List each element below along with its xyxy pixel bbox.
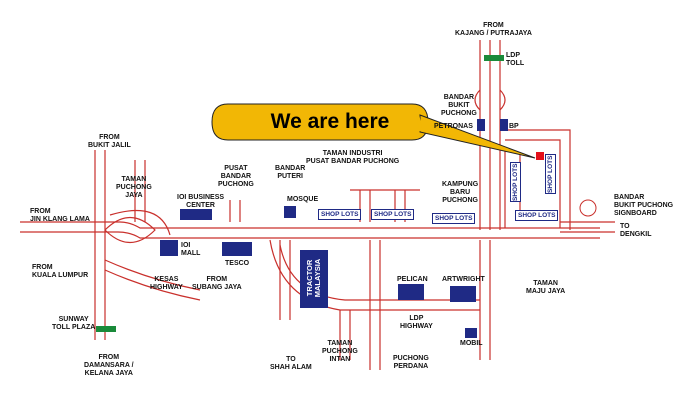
label-artwright: ARTWRIGHT	[442, 276, 485, 283]
bp-station	[500, 119, 508, 131]
label-ioi-mall: IOI MALL	[181, 242, 201, 257]
label-taman-puchong-intan: TAMAN PUCHONG INTAN	[322, 340, 358, 363]
label-from-kajang: FROM KAJANG / PUTRAJAYA	[455, 22, 532, 37]
artwright-building	[450, 286, 476, 302]
mobil-station	[465, 328, 477, 338]
label-from-kuala-lumpur: FROM KUALA LUMPUR	[32, 264, 89, 279]
ldp-toll-icon	[484, 55, 504, 61]
label-from-damansara: FROM DAMANSARA / KELANA JAYA	[84, 354, 134, 377]
shop-lots-tag: SHOP LOTS	[318, 209, 362, 220]
shop-lots-tag: SHOP LOTS	[432, 213, 476, 224]
label-ldp-highway: LDP HIGHWAY	[400, 315, 433, 330]
tractor-malaysia-label: TRACTOR MALAYSIA	[305, 258, 322, 298]
label-to-shah-alam: TO SHAH ALAM	[270, 356, 312, 371]
ioi-business-center-building	[180, 209, 212, 220]
label-ldp-toll: LDP TOLL	[506, 52, 525, 67]
label-mosque: MOSQUE	[287, 196, 319, 203]
label-puchong-perdana: PUCHONG PERDANA	[393, 355, 429, 370]
shop-lots-tag: SHOP LOTS	[545, 154, 556, 194]
label-kesas-highway: KESAS HIGHWAY	[150, 276, 183, 291]
label-kampung-baru-puchong: KAMPUNG BARU PUCHONG	[442, 181, 479, 204]
pelican-building	[398, 284, 424, 300]
we-are-here-callout: We are here	[270, 110, 390, 133]
label-to-dengkil: TO DENGKIL	[620, 223, 652, 238]
label-ioi-business-center: IOI BUSINESS CENTER	[177, 194, 225, 209]
label-tesco: TESCO	[225, 260, 250, 267]
ioi-mall-building	[160, 240, 178, 256]
label-taman-puchong-jaya: TAMAN PUCHONG JAYA	[116, 176, 152, 199]
label-bp: BP	[509, 123, 519, 130]
label-from-bukit-jalil: FROM BUKIT JALIL	[88, 134, 131, 149]
label-petronas: PETRONAS	[434, 123, 473, 130]
label-taman-maju-jaya: TAMAN MAJU JAYA	[526, 280, 566, 295]
label-taman-industri: TAMAN INDUSTRI PUSAT BANDAR PUCHONG	[306, 150, 400, 165]
label-mobil: MOBIL	[460, 340, 483, 347]
target-location-marker	[536, 152, 544, 160]
sunway-toll-icon	[96, 326, 116, 332]
petronas-station	[477, 119, 485, 131]
tractor-malaysia-building: TRACTOR MALAYSIA	[300, 250, 328, 308]
shop-lots-tag: SHOP LOTS	[371, 209, 415, 220]
mosque-building	[284, 206, 296, 218]
shop-lots-tag: SHOP LOTS	[510, 162, 521, 202]
shop-lots-tag: SHOP LOTS	[515, 210, 559, 221]
label-bandar-puteri: BANDAR PUTERI	[275, 165, 306, 180]
label-bandar-bukit-puchong-signboard: BANDAR BUKIT PUCHONG SIGNBOARD	[614, 194, 674, 217]
label-sunway-toll-plaza: SUNWAY TOLL PLAZA	[52, 316, 96, 331]
label-pelican: PELICAN	[397, 276, 428, 283]
label-from-subang-jaya: FROM SUBANG JAYA	[192, 276, 242, 291]
tesco-building	[222, 242, 252, 256]
label-bandar-bukit-puchong: BANDAR BUKIT PUCHONG	[441, 94, 477, 117]
label-from-jin-klang-lama: FROM JIN KLANG LAMA	[30, 208, 90, 223]
label-pusat-bandar-puchong: PUSAT BANDAR PUCHONG	[218, 165, 254, 188]
